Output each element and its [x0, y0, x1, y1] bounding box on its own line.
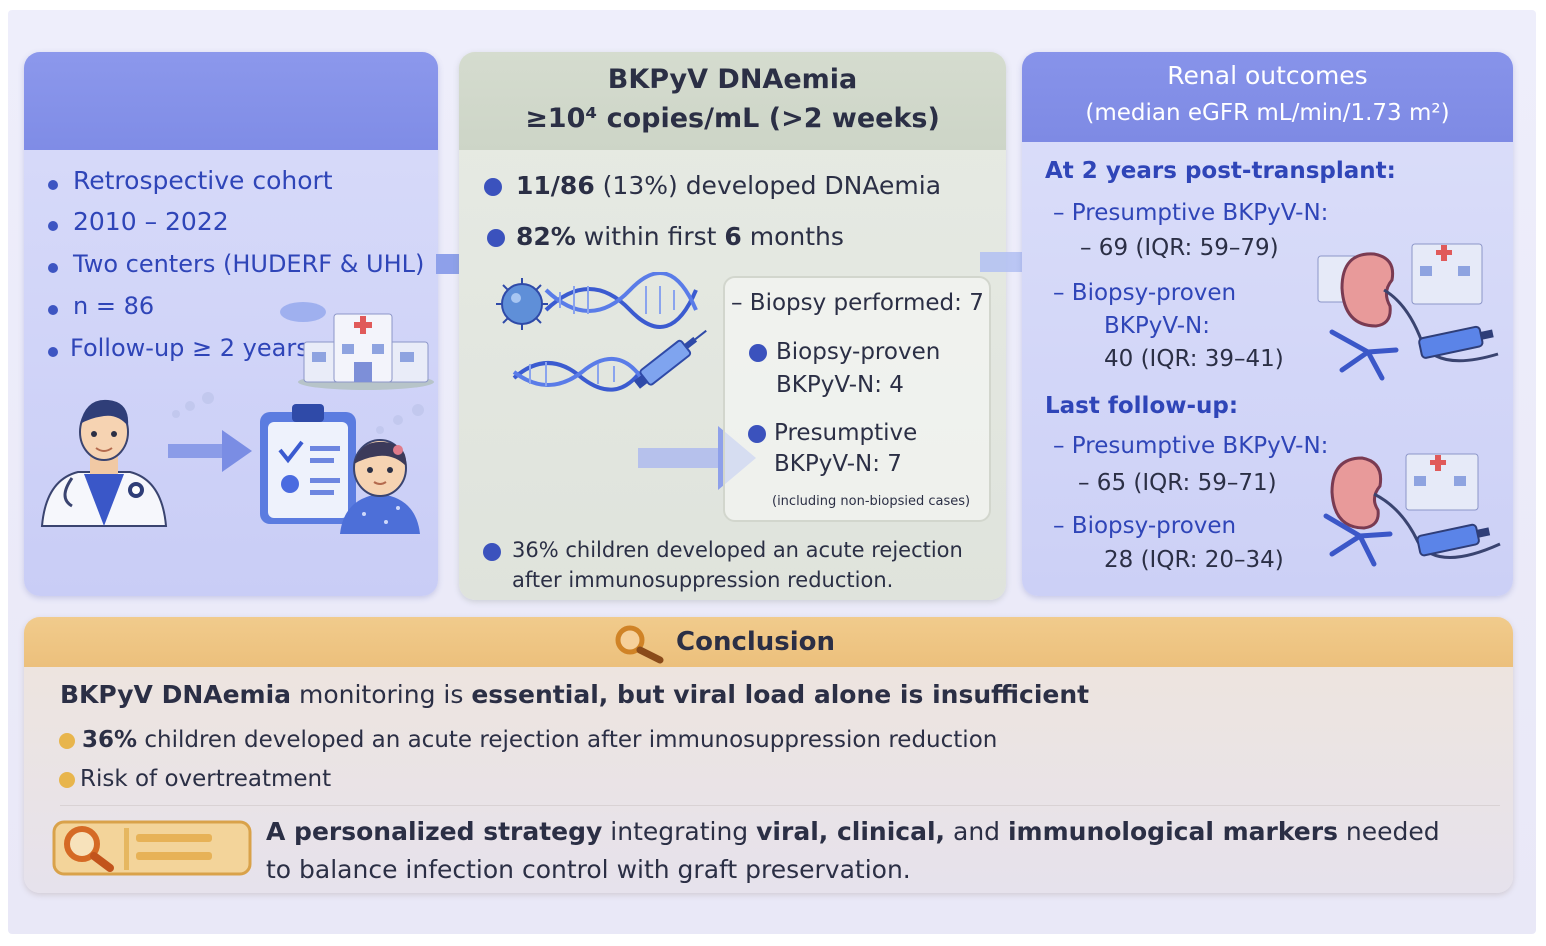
conclusion-header [24, 617, 1513, 667]
divider [60, 805, 1500, 806]
dnaemia-stat-timing: 82% within first 6 months [516, 222, 844, 251]
bullet [484, 178, 502, 196]
cohort-panel-header [24, 52, 438, 150]
cohort-item: Two centers (HUDERF & UHL) [73, 250, 425, 278]
bullet [48, 263, 58, 273]
biopsy-summary-box [723, 276, 991, 522]
section-last-follow-up: Last follow-up: [1045, 393, 1239, 419]
biopsy-performed: – Biopsy performed: 7 [731, 290, 984, 316]
bullet [59, 772, 75, 788]
s2-proven-value: 28 (IQR: 20–34) [1104, 547, 1284, 573]
bullet [483, 543, 501, 561]
bullet [48, 347, 58, 357]
s2-presumptive-label: – Presumptive BKPyV-N: [1053, 433, 1329, 459]
strategy-line1: A personalized strategy integrating vira… [266, 817, 1440, 846]
presumptive-label: Presumptive [774, 420, 918, 446]
s2-proven-label: – Biopsy-proven [1053, 513, 1237, 539]
bullet [487, 229, 505, 247]
s1-presumptive-value: – 69 (IQR: 59–79) [1080, 235, 1279, 261]
cloud-icon [280, 302, 326, 322]
syringe-icon [633, 329, 707, 389]
s1-proven-label-2: BKPyV-N: [1104, 313, 1210, 339]
cohort-item: Follow-up ≥ 2 years [70, 334, 309, 362]
clipboard-icon [260, 404, 356, 524]
hospital-icon [298, 313, 434, 390]
bullet [48, 305, 58, 315]
arrow-right-icon [168, 430, 252, 472]
bullet [748, 425, 766, 443]
cohort-item: n = 86 [73, 292, 155, 320]
bullet [749, 344, 767, 362]
s1-proven-value: 40 (IQR: 39–41) [1104, 346, 1284, 372]
biopsy-proven-count: BKPyV-N: 4 [776, 372, 904, 398]
virus-icon [496, 272, 698, 392]
bullet [48, 180, 58, 190]
bullet [59, 733, 75, 749]
conclusion-bullet-rejection: 36% children developed an acute rejectio… [82, 727, 998, 753]
dnaemia-panel-header [459, 52, 1006, 150]
renal-outcomes-header [1022, 52, 1513, 142]
magnifier-list-icon [52, 820, 252, 876]
biopsy-proven-label: Biopsy-proven [776, 339, 941, 365]
doctor-icon [40, 399, 168, 527]
renal-outcomes-unit: (median eGFR mL/min/1.73 m²) [1085, 100, 1450, 126]
section-2-years: At 2 years post-transplant: [1045, 158, 1396, 184]
conclusion-panel [24, 617, 1513, 893]
dnaemia-stat-incidence: 11/86 (13%) developed DNAemia [516, 171, 942, 200]
cohort-item: Retrospective cohort [73, 166, 333, 195]
thought-dots-icon [376, 404, 424, 434]
renal-outcomes-title: Renal outcomes [1167, 61, 1368, 90]
s1-presumptive-label: – Presumptive BKPyV-N: [1053, 200, 1329, 226]
child-patient-icon [340, 439, 420, 534]
kidney-icon [1323, 453, 1501, 567]
dnaemia-threshold: ≥10⁴ copies/mL (>2 weeks) [525, 103, 940, 134]
magnifier-icon [615, 625, 664, 664]
cohort-item: 2010 – 2022 [73, 207, 229, 236]
thought-dots-icon [172, 392, 214, 418]
dnaemia-title: BKPyV DNAemia [607, 64, 858, 95]
kidney-icon [1317, 243, 1499, 381]
presumptive-note: (including non-biopsied cases) [772, 494, 971, 509]
presumptive-count: BKPyV-N: 7 [774, 451, 902, 477]
strategy-line2: to balance infection control with graft … [266, 855, 911, 884]
s2-presumptive-value: – 65 (IQR: 59–71) [1078, 470, 1277, 496]
conclusion-bullet-overtreatment: Risk of overtreatment [80, 766, 332, 792]
rejection-stat-line2: after immunosuppression reduction. [512, 568, 894, 592]
rejection-stat-line1: 36% children developed an acute rejectio… [512, 538, 963, 562]
conclusion-title: Conclusion [676, 627, 836, 657]
bullet [48, 221, 58, 231]
s1-proven-label: – Biopsy-proven [1053, 280, 1237, 306]
conclusion-headline: BKPyV DNAemia monitoring is essential, b… [60, 680, 1090, 709]
